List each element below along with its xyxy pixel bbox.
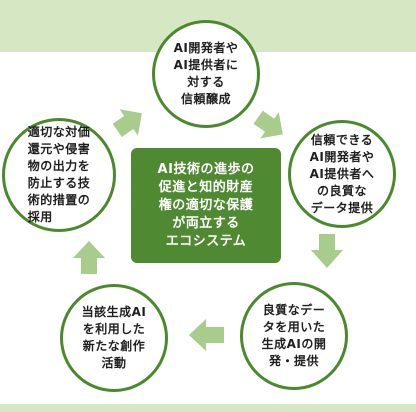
center-ecosystem-label: AI技術の進歩の 促進と知的財産 権の適切な保護 が両立する エコシステム <box>157 161 255 249</box>
arrow-bottom-right-to-bottom-left <box>189 319 224 351</box>
node-trust-building-label: AI開発者や AI提供者に 対する 信頼醸成 <box>173 41 239 106</box>
node-genai-development: 良質なデー タを用いた 生成AIの開 発・提供 <box>240 282 348 390</box>
node-creative-activity-label: 当該生成AI を利用した 新たな創作 活動 <box>81 305 147 370</box>
center-ecosystem-box: AI技術の進歩の 促進と知的財産 権の適切な保護 が両立する エコシステム <box>131 148 281 263</box>
node-quality-data-provision: 信頼できる AI開発者や AI提供者へ の良質な データ提供 <box>288 120 396 228</box>
node-technical-measures: 適切な対価 還元や侵害 物の出力を 防止する技 術的措置の 採用 <box>2 118 116 232</box>
bottom-band <box>0 404 416 412</box>
node-trust-building: AI開発者や AI提供者に 対する 信頼醸成 <box>152 20 260 128</box>
arrow-bottom-left-to-left <box>73 241 105 274</box>
arrow-right-to-bottom-right <box>311 234 343 268</box>
node-technical-measures-label: 適切な対価 還元や侵害 物の出力を 防止する技 術的措置の 採用 <box>27 125 91 224</box>
node-creative-activity: 当該生成AI を利用した 新たな創作 活動 <box>60 284 168 392</box>
node-genai-development-label: 良質なデー タを用いた 生成AIの開 発・提供 <box>261 303 327 368</box>
arrow-left-to-top <box>112 109 142 137</box>
node-quality-data-provision-label: 信頼できる AI開発者や AI提供者へ の良質な データ提供 <box>309 132 375 215</box>
arrow-top-to-right <box>254 110 283 139</box>
